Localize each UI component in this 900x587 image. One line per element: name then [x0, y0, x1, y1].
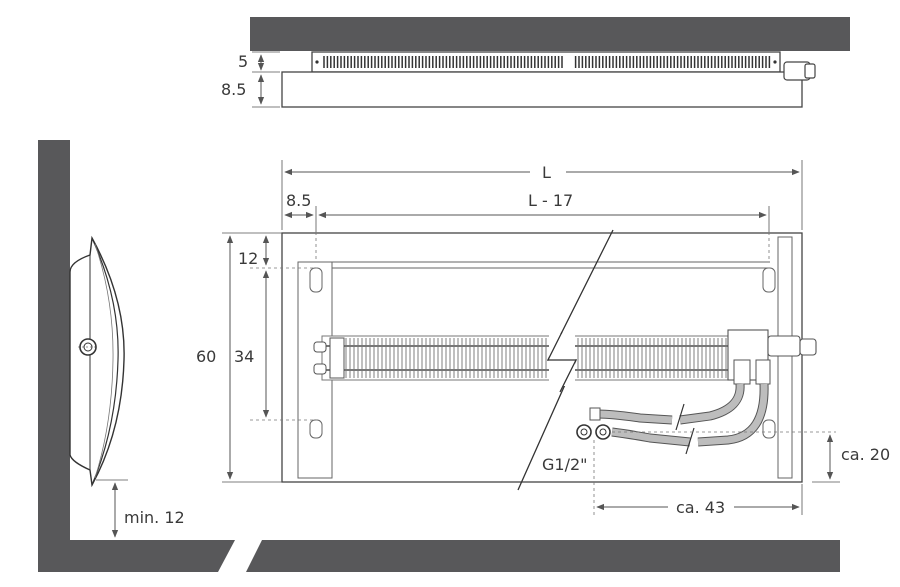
- bracket-right: [777, 236, 793, 479]
- side-wall: [38, 140, 70, 570]
- front-view: L 8.5 L - 17: [196, 160, 890, 517]
- grille-screw-left: [315, 60, 319, 64]
- ceiling-wall: [250, 17, 850, 51]
- connection-pipes: [576, 383, 769, 455]
- heating-coil: [313, 329, 817, 385]
- grille-bars: [323, 56, 771, 68]
- dim-length-label: L: [542, 163, 551, 182]
- dim-height-label: 60: [196, 347, 216, 366]
- top-housing: [281, 71, 803, 108]
- coil-fins: [345, 338, 727, 378]
- floor-right: [246, 540, 840, 572]
- grille-screw-right: [773, 60, 777, 64]
- thread-label: G1/2": [542, 455, 588, 474]
- dim-connection-offset-label: ca. 43: [676, 498, 725, 517]
- dim-bracket-label: 34: [234, 347, 254, 366]
- dim-connection-height-label: ca. 20: [841, 445, 890, 464]
- dim-gap-label: 5: [238, 52, 248, 71]
- dim-top-offset-label: 12: [238, 249, 258, 268]
- dim-depth-label: 8.5: [221, 80, 246, 99]
- dim-floor-label: min. 12: [124, 508, 185, 527]
- floor-left: [38, 540, 235, 572]
- top-view: 5 8.5: [221, 17, 850, 108]
- dim-side-offset-label: 8.5: [286, 191, 311, 210]
- side-view: min. 12: [38, 140, 840, 572]
- dim-inner-label: L - 17: [528, 191, 573, 210]
- side-housing: [69, 235, 125, 488]
